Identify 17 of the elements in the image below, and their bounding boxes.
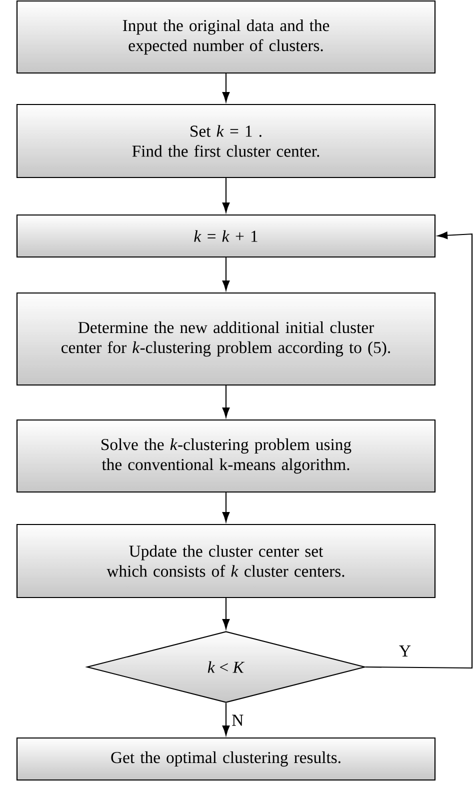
process-box: Input the original data and the expected number of clusters. [16,0,436,74]
process-box: Get the optimal clustering results. [16,737,436,781]
arrow [222,598,230,630]
arrow [222,74,230,102]
process-box: Set k = 1 . Find the first cluster center. [16,104,436,178]
edge-label: Y [398,644,412,658]
arrow [222,703,230,736]
arrow [222,178,230,213]
arrow [222,386,230,418]
process-box: Solve the k-clustering problem using the conventional k-means algorithm. [16,419,436,493]
arrow [222,258,230,291]
process-box: k = k + 1 [16,214,436,258]
process-box: Determine the new additional initial cluster center for k-clustering problem according to (5). [16,292,436,386]
edge-label: N [230,713,245,728]
arrow [366,232,473,669]
arrow [222,492,230,522]
process-box: Update the cluster center set which consists of k cluster centers. [16,524,436,598]
